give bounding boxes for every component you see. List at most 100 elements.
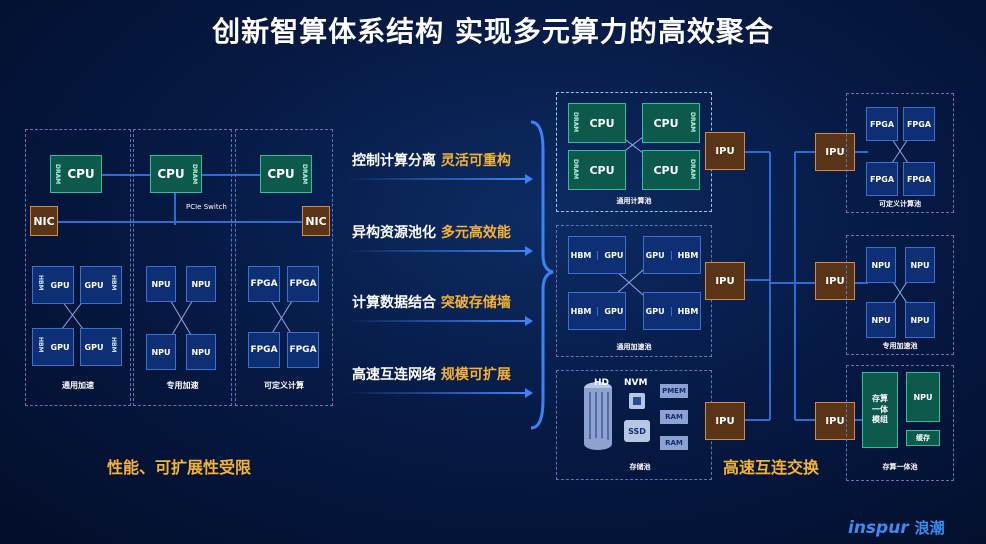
pool-label: 通用计算池	[616, 197, 652, 205]
arrow-head-icon	[525, 388, 533, 398]
gpu-label: GPU	[50, 280, 70, 290]
fpga-chip: FPGA	[903, 107, 935, 141]
cpu-chip: CPU DRAM	[642, 103, 700, 143]
pool-label: 存储池	[629, 463, 651, 471]
gpu-chip: GPU HBM	[643, 236, 701, 274]
hbm-label: HBM	[37, 337, 44, 353]
arrow-line	[345, 178, 525, 180]
hbm-label: HBM	[677, 250, 699, 260]
ipu-chip: IPU	[815, 133, 855, 171]
cache-chip: 缓存	[906, 430, 940, 446]
arrow-main: 异构资源池化	[352, 225, 436, 241]
pool-label: 专用加速池	[882, 342, 918, 350]
npu-chip: NPU	[146, 266, 176, 302]
ipu-chip: IPU	[705, 262, 745, 300]
hbm-label: HBM	[110, 337, 117, 353]
npu-chip: NPU	[905, 302, 935, 338]
gpu-label: GPU	[646, 250, 672, 260]
gpu-label: GPU	[604, 250, 624, 260]
dram-label: DRAM	[54, 164, 61, 185]
column-label: 专用加速	[166, 381, 199, 390]
arrow-highlight: 突破存储墙	[440, 295, 511, 311]
npu-chip: NPU	[186, 334, 216, 370]
ipu-chip: IPU	[815, 262, 855, 300]
disk-stack-icon	[584, 382, 612, 450]
dram-label: DRAM	[572, 159, 579, 180]
arrow-head-icon	[525, 174, 533, 184]
arrow-line	[345, 250, 525, 252]
gpu-label: GPU	[646, 306, 672, 316]
brand-cn: 浪潮	[914, 519, 945, 537]
fpga-chip: FPGA	[248, 332, 280, 368]
ipu-chip: IPU	[705, 402, 745, 440]
cpu-label: CPU	[653, 163, 679, 177]
arrow-main: 控制计算分离	[352, 153, 436, 169]
general-accel-column	[25, 129, 131, 406]
arrow-highlight: 灵活可重构	[440, 153, 511, 169]
arrow-line	[345, 392, 525, 394]
npu-chip: NPU	[186, 266, 216, 302]
hbm-label: HBM	[110, 275, 117, 291]
limitation-caption: 性能、可扩展性受限	[107, 458, 252, 477]
cpu-chip: CPU DRAM	[150, 155, 202, 193]
ipu-chip: IPU	[705, 132, 745, 170]
gpu-label: GPU	[604, 306, 624, 316]
interconnect-caption: 高速互连交换	[723, 458, 820, 477]
pmem-icon: PMEM	[660, 384, 688, 398]
dram-label: DRAM	[191, 164, 198, 185]
column-label: 通用加速	[62, 381, 94, 390]
brace-icon	[530, 120, 554, 430]
gpu-label: GPU	[84, 280, 104, 290]
gpu-label: GPU	[50, 342, 70, 352]
arrow-highlight: 规模可扩展	[440, 367, 511, 383]
arrow-head-icon	[525, 316, 533, 326]
pool-label: 可定义计算池	[879, 200, 921, 208]
arrow-text-1: 控制计算分离 灵活可重构	[352, 150, 511, 170]
definable-compute-column	[235, 129, 333, 406]
column-label: 可定义计算	[264, 381, 304, 390]
arrow-main: 高速互连网络	[352, 367, 436, 383]
gpu-chip: GPU HBM	[643, 292, 701, 330]
ram-icon: RAM	[660, 436, 688, 450]
storage-compute-pool	[846, 365, 954, 481]
gpu-chip: GPU HBM	[80, 266, 122, 304]
cpu-chip: CPU DRAM	[642, 150, 700, 190]
dram-label: DRAM	[689, 112, 696, 133]
ssd-icon: SSD	[624, 420, 650, 442]
nic-chip: NIC	[302, 206, 330, 236]
nvm-chip-icon	[629, 393, 645, 409]
cpu-label: CPU	[653, 116, 679, 130]
ipu-chip: IPU	[815, 402, 855, 440]
page-title: 创新智算体系结构 实现多元算力的高效聚合	[212, 15, 774, 48]
dram-label: DRAM	[689, 159, 696, 180]
hd-label: HD	[594, 378, 610, 388]
arrow-text-2: 异构资源池化 多元高效能	[352, 222, 511, 242]
storage-compute-module: 存算 一体 模组	[862, 372, 898, 448]
gpu-chip: HBM GPU	[568, 292, 626, 330]
cpu-label: CPU	[589, 116, 615, 130]
brand-logo: inspur 浪潮	[848, 517, 945, 538]
cpu-label: CPU	[157, 167, 185, 181]
fpga-pool	[846, 93, 954, 213]
cpu-label: CPU	[67, 167, 95, 181]
fpga-chip: FPGA	[903, 162, 935, 196]
ram-icon: RAM	[660, 410, 688, 424]
cpu-label: CPU	[589, 163, 615, 177]
npu-chip: NPU	[146, 334, 176, 370]
npu-chip: NPU	[906, 372, 940, 422]
nvm-label: NVM	[624, 378, 648, 388]
fpga-chip: FPGA	[287, 332, 319, 368]
cpu-chip: DRAM CPU	[50, 155, 102, 193]
dedicated-accel-column	[133, 129, 232, 406]
hbm-label: HBM	[677, 306, 699, 316]
arrow-text-4: 高速互连网络 规模可扩展	[352, 364, 511, 384]
hbm-label: HBM	[571, 306, 599, 316]
gpu-chip: HBM GPU	[32, 328, 74, 366]
brand-en: inspur	[848, 518, 909, 538]
arrow-text-3: 计算数据结合 突破存储墙	[352, 292, 511, 312]
cpu-chip: DRAM CPU	[568, 150, 626, 190]
gpu-label: GPU	[84, 342, 104, 352]
